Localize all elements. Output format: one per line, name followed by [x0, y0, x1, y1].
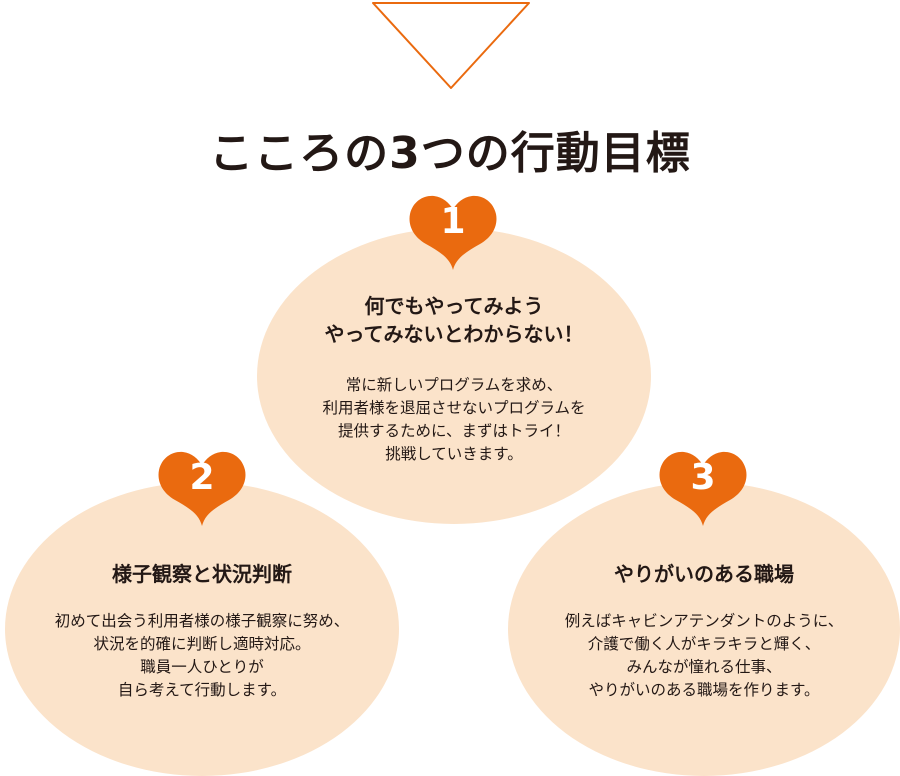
- goal-1-desc-line: 利用者様を退屈させないプログラムを: [322, 399, 586, 417]
- goal-1-title-line: やってみないとわからない！: [324, 322, 584, 346]
- goal-1-ellipse: 何でもやってみよう やってみないとわからない！ 常に新しいプログラムを求め、 利…: [257, 228, 651, 524]
- goal-3-ellipse: やりがいのある職場 例えばキャビンアテンダントのように、 介護で働く人がキラキラ…: [508, 482, 900, 776]
- heart-icon: [409, 195, 497, 270]
- goal-1-desc-line: 常に新しいプログラムを求め、: [345, 376, 563, 394]
- goal-number: 1: [440, 201, 466, 242]
- goal-2-title-line: 様子観察と状況判断: [112, 562, 292, 586]
- goal-2-desc-line: 職員一人ひとりが: [140, 658, 264, 676]
- goal-2-desc-line: 初めて出会う利用者様の様子観察に努め、: [54, 612, 350, 630]
- goal-3-title: やりがいのある職場: [508, 560, 900, 588]
- goal-number: 3: [690, 457, 716, 498]
- goal-1-desc-line: 提供するために、まずはトライ！: [337, 422, 571, 440]
- goal-1-title-line: 何でもやってみよう: [364, 294, 544, 318]
- goal-3-desc-line: 例えばキャビンアテンダントのように、: [564, 612, 844, 630]
- heart-icon: [158, 451, 246, 526]
- goal-3-desc-line: 介護で働く人がキラキラと輝く、: [587, 635, 821, 653]
- heart-badge-2: 2: [155, 448, 249, 528]
- goal-number: 2: [189, 457, 215, 498]
- heart-badge-1: 1: [406, 192, 500, 272]
- goal-3-title-line: やりがいのある職場: [614, 562, 794, 586]
- goal-2-title: 様子観察と状況判断: [5, 560, 399, 588]
- goal-2-desc-line: 状況を的確に判断し適時対応。: [93, 635, 311, 653]
- goal-2-ellipse: 様子観察と状況判断 初めて出会う利用者様の様子観察に努め、 状況を的確に判断し適…: [5, 482, 399, 776]
- down-arrow-icon: [372, 2, 530, 89]
- goal-1-title: 何でもやってみよう やってみないとわからない！: [257, 292, 651, 348]
- heart-icon: [659, 451, 747, 526]
- heart-badge-3: 3: [656, 448, 750, 528]
- goal-1-desc-line: 挑戦していきます。: [385, 445, 523, 463]
- goal-2-desc-line: 自ら考えて行動します。: [117, 681, 287, 699]
- goal-3-desc-line: みんなが憧れる仕事、: [626, 658, 782, 676]
- goal-2-description: 初めて出会う利用者様の様子観察に努め、 状況を的確に判断し適時対応。 職員一人ひ…: [5, 610, 399, 702]
- goal-3-desc-line: やりがいのある職場を作ります。: [588, 681, 820, 699]
- goal-1-description: 常に新しいプログラムを求め、 利用者様を退屈させないプログラムを 提供するために…: [257, 374, 651, 466]
- page-title: こころの3つの行動目標: [209, 128, 691, 179]
- goal-3-description: 例えばキャビンアテンダントのように、 介護で働く人がキラキラと輝く、 みんなが憧…: [508, 610, 900, 702]
